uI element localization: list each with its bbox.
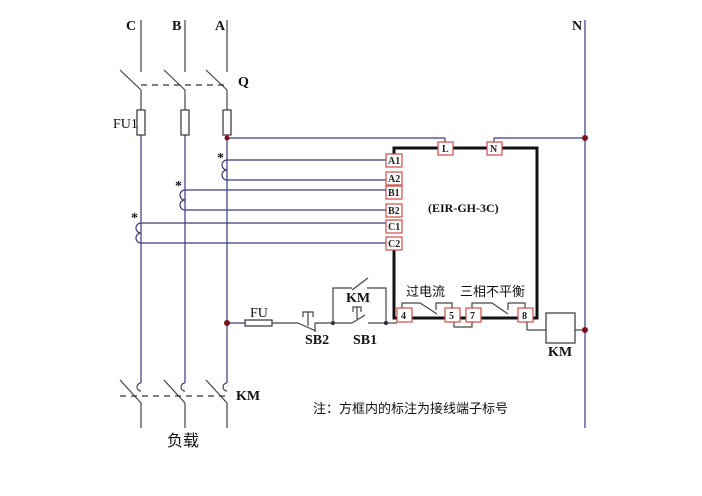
svg-text:SB1: SB1	[353, 333, 377, 348]
load-label: 负载	[167, 431, 199, 450]
svg-text:N: N	[490, 144, 498, 155]
junction-dot	[582, 327, 588, 333]
terminal-c1: C1	[385, 219, 403, 234]
terminal-8: 8	[517, 307, 534, 323]
main-contactor	[119, 379, 228, 428]
overcurrent-contact	[401, 302, 438, 315]
note-text: 注：方框内的标注为接线端子标号	[313, 401, 508, 417]
phase-a-line	[205, 20, 232, 383]
svg-text:L: L	[442, 144, 449, 155]
fuse-main-label: FU1	[113, 117, 138, 132]
terminal-a1: A1	[385, 153, 403, 168]
stop-button-sb2: SB2	[297, 311, 333, 348]
svg-text:4: 4	[401, 311, 406, 322]
device-model: (EIR-GH-3C)	[428, 201, 499, 215]
svg-text:*: *	[217, 151, 224, 166]
km-coil	[545, 312, 576, 344]
terminal-l: L	[437, 141, 454, 156]
svg-text:C1: C1	[388, 222, 400, 233]
svg-text:B2: B2	[388, 206, 400, 217]
breaker-label: Q	[238, 75, 249, 90]
overcurrent-label: 过电流	[406, 285, 445, 300]
terminal-4: 4	[396, 307, 413, 323]
svg-text:B1: B1	[388, 188, 400, 199]
unbalance-label: 三相不平衡	[460, 285, 525, 300]
terminal-n: N	[486, 141, 503, 156]
km-coil-label: KM	[548, 345, 572, 360]
svg-text:SB2: SB2	[305, 333, 329, 348]
svg-text:*: *	[131, 211, 138, 226]
phase-c-line	[119, 20, 146, 383]
junction-dot	[582, 135, 588, 141]
svg-text:A1: A1	[388, 156, 400, 167]
phase-a-label: A	[215, 19, 226, 34]
terminal-c2: C2	[385, 236, 403, 251]
terminal-a2: A2	[385, 171, 403, 186]
terminal-b1: B1	[385, 185, 403, 200]
svg-text:C2: C2	[388, 239, 400, 250]
unbalance-contact	[471, 302, 509, 315]
ct-b: *	[175, 179, 388, 211]
neutral-label: N	[572, 19, 582, 34]
ct-c: *	[131, 211, 388, 244]
terminal-7: 7	[465, 307, 482, 323]
svg-text:8: 8	[522, 311, 527, 322]
start-button-sb1: SB1	[333, 306, 386, 348]
terminal-5: 5	[444, 307, 461, 323]
terminal-b2: B2	[385, 203, 403, 218]
control-fuse-label: FU	[250, 306, 268, 321]
main-contactor-label: KM	[236, 389, 260, 404]
km-aux-contact	[332, 287, 352, 323]
km-aux-label: KM	[346, 291, 370, 306]
svg-text:A2: A2	[388, 174, 400, 185]
phase-b-label: B	[172, 19, 181, 34]
ct-a: *	[217, 151, 388, 181]
svg-text:5: 5	[449, 311, 454, 322]
junction-dot	[224, 320, 230, 326]
phase-b-line	[163, 20, 190, 383]
svg-text:7: 7	[470, 311, 475, 322]
svg-text:*: *	[175, 179, 182, 194]
junction-dot	[224, 135, 230, 141]
coil-wire	[526, 322, 546, 331]
phase-c-label: C	[126, 19, 136, 34]
